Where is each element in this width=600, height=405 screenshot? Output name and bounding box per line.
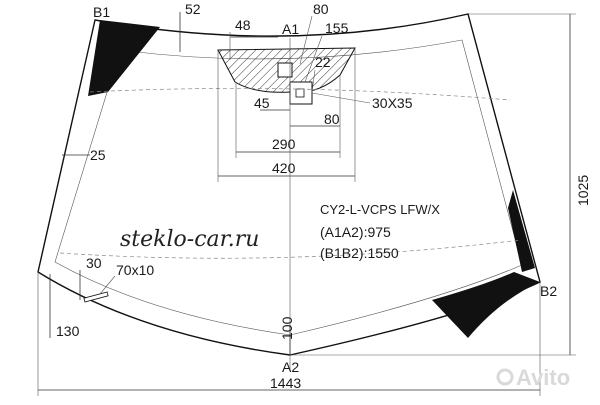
dim-label-155: 155 <box>325 20 349 36</box>
dim-label-45: 45 <box>254 95 270 111</box>
dim-label-1443: 1443 <box>270 375 301 391</box>
dim-label-30x35: 30X35 <box>372 95 413 111</box>
watermark-logo-icon <box>496 368 514 386</box>
dim-label-130: 130 <box>56 323 80 339</box>
dim-label-290: 290 <box>272 136 296 152</box>
black-corner-right-strip <box>508 190 535 272</box>
spec-b1b2: (B1B2):1550 <box>320 245 399 261</box>
dim-label-48: 48 <box>235 17 251 33</box>
dim-label-80-top: 80 <box>313 1 329 17</box>
leader-70x10 <box>99 275 116 295</box>
leader-22 <box>311 69 316 93</box>
dim-label-22: 22 <box>315 54 331 70</box>
black-corner-bottom-right <box>432 272 540 338</box>
dim-label-1025: 1025 <box>575 175 591 206</box>
dim-label-80-mid: 80 <box>324 111 340 127</box>
watermark-text: Avito <box>516 365 570 390</box>
dim-label-100: 100 <box>279 316 295 340</box>
sensor-window-inner <box>295 88 305 98</box>
dim-label-52: 52 <box>185 1 201 17</box>
part-code: CY2-L-VCPS LFW/X <box>320 202 440 217</box>
dim-label-420: 420 <box>272 160 296 176</box>
sensor-window-small <box>277 62 293 78</box>
brand-text: steklo-car.ru <box>120 227 259 252</box>
dim-label-25: 25 <box>90 147 106 163</box>
leader-80-top <box>299 15 313 65</box>
leader-30x35 <box>311 92 371 104</box>
marking-70x10 <box>83 291 109 303</box>
watermark: Avito <box>496 365 570 390</box>
label-a1: A1 <box>282 21 299 37</box>
label-a2: A2 <box>282 359 299 375</box>
black-corner-top-left <box>88 20 160 96</box>
leader-155 <box>304 35 323 83</box>
dim-label-70x10: 70x10 <box>116 262 154 278</box>
spec-a1a2: (A1A2):975 <box>320 224 391 240</box>
label-b1: B1 <box>93 4 110 20</box>
dashed-line-upper <box>89 88 511 101</box>
dim-label-30: 30 <box>86 255 102 271</box>
label-b2: B2 <box>540 283 557 299</box>
